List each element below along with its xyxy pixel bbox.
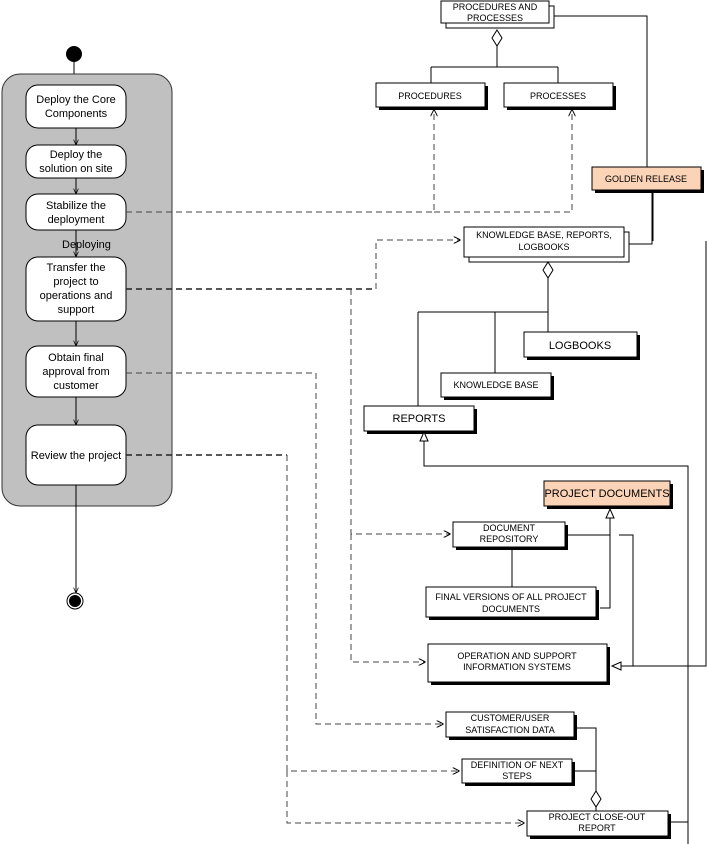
artifact-kb-reports-logbooks: KNOWLEDGE BASE, REPORTS,LOGBOOKS bbox=[463, 226, 630, 263]
activity-review: Review the project bbox=[25, 424, 127, 486]
svg-text:KNOWLEDGE BASE, REPORTS,LOGBOO: KNOWLEDGE BASE, REPORTS,LOGBOOKS bbox=[476, 230, 612, 252]
svg-text:PROJECT DOCUMENTS: PROJECT DOCUMENTS bbox=[544, 488, 669, 500]
svg-text:GOLDEN RELEASE: GOLDEN RELEASE bbox=[605, 174, 687, 184]
svg-text:KNOWLEDGE BASE: KNOWLEDGE BASE bbox=[453, 380, 538, 390]
aggregation-diamond bbox=[491, 29, 503, 47]
svg-text:Review the project: Review the project bbox=[31, 450, 122, 462]
artifact-project-documents: PROJECT DOCUMENTS bbox=[543, 480, 673, 509]
dep-review-closeout bbox=[286, 771, 524, 823]
artifact-processes: PROCESSES bbox=[503, 82, 616, 110]
aggregation-diamond-kb bbox=[542, 261, 554, 279]
dep-stabilize-processes bbox=[434, 110, 572, 213]
artifact-procedures: PROCEDURES bbox=[375, 82, 488, 110]
artifact-knowledge-base: KNOWLEDGE BASE bbox=[440, 372, 554, 400]
dep-stabilize-procedures bbox=[126, 110, 434, 213]
artifact-golden-release: GOLDEN RELEASE bbox=[591, 166, 704, 193]
svg-text:REPORTS: REPORTS bbox=[393, 413, 446, 425]
artifact-reports: REPORTS bbox=[363, 405, 477, 434]
initial-node bbox=[66, 46, 82, 62]
svg-text:PROCEDURES: PROCEDURES bbox=[398, 91, 462, 101]
dep-approval-satisfaction bbox=[126, 372, 443, 724]
svg-text:PROCESSES: PROCESSES bbox=[530, 91, 586, 101]
svg-text:LOGBOOKS: LOGBOOKS bbox=[549, 340, 611, 352]
final-node bbox=[66, 592, 84, 610]
dep-transfer-operation bbox=[350, 534, 425, 662]
partition-label: Deploying bbox=[62, 239, 111, 251]
dep-transfer-kb bbox=[375, 240, 460, 289]
artifact-logbooks: LOGBOOKS bbox=[523, 331, 640, 360]
